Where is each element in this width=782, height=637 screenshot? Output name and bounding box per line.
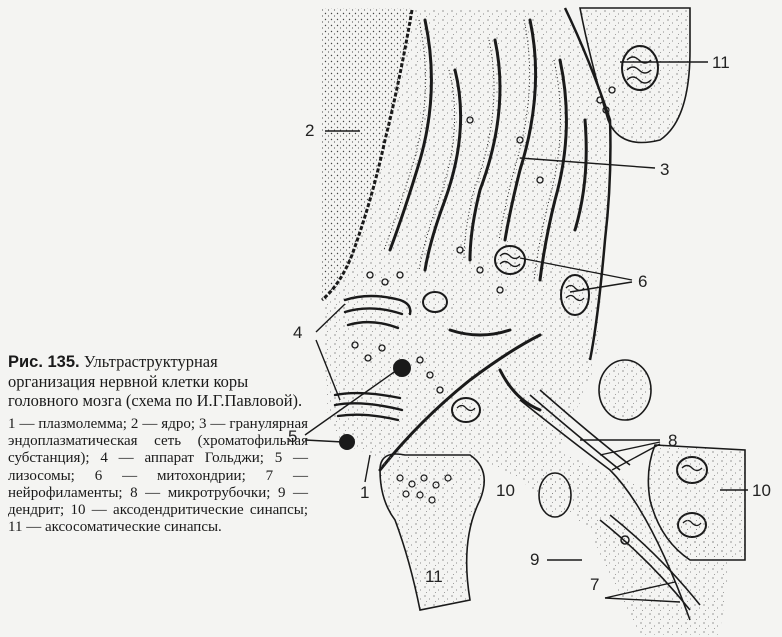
label-11-top: 11 — [712, 53, 730, 72]
golgi-apparatus — [333, 294, 412, 422]
lysosome — [393, 359, 411, 377]
nuclear-envelope — [321, 9, 414, 302]
cell-body — [322, 8, 730, 635]
synaptic-vesicle — [620, 535, 630, 545]
axosomatic-synapse-bottom — [379, 453, 486, 611]
caption-label: Рис. 135. — [8, 353, 80, 371]
granular-endoplasmic-reticulum — [378, 18, 588, 472]
label-9: 9 — [530, 550, 539, 569]
label-1: 1 — [360, 483, 369, 502]
leader-lines — [304, 61, 748, 603]
lysosome — [339, 434, 355, 450]
microtubules — [519, 389, 701, 621]
axodendritic-synapse-right — [647, 444, 746, 561]
caption-title: Ультраструктурная организация нервной кл… — [8, 352, 303, 410]
synapse-bulb — [598, 359, 652, 421]
synaptic-vesicles-bottom — [396, 474, 452, 504]
label-7: 7 — [590, 575, 599, 594]
axosomatic-synapse-top — [579, 7, 691, 144]
label-11-bottom: 11 — [425, 567, 443, 586]
label-10-left: 10 — [496, 481, 515, 500]
label-6: 6 — [638, 272, 647, 291]
label-5: 5 — [288, 427, 297, 446]
label-2: 2 — [305, 121, 314, 140]
mitochondrion — [621, 45, 659, 91]
label-3: 3 — [660, 160, 669, 179]
plasmolemma — [563, 7, 612, 361]
label-4: 4 — [293, 323, 302, 342]
figure-caption: Рис. 135. Ультраструктурная организация … — [8, 352, 308, 536]
label-10-right: 10 — [752, 481, 771, 500]
er-ribosome-dots — [383, 19, 561, 281]
caption-title-block: Рис. 135. Ультраструктурная организация … — [8, 352, 308, 410]
nucleus — [322, 8, 412, 300]
vesicles — [351, 86, 616, 394]
label-8: 8 — [668, 431, 677, 450]
axodendritic-synapse-left — [538, 472, 572, 518]
caption-legend: 1 — плазмолемма; 2 — ядро; 3 — гранулярн… — [8, 416, 308, 536]
